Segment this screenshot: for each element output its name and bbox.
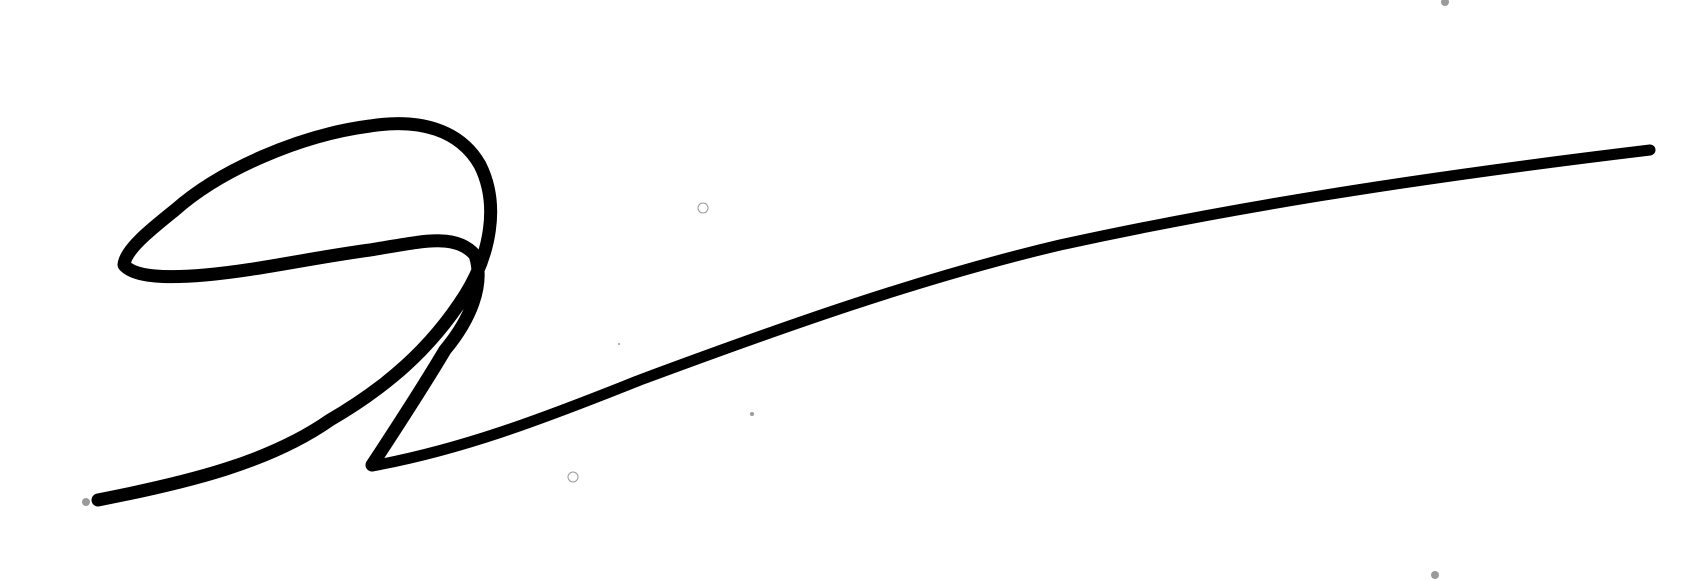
speck-group	[82, 0, 1449, 579]
speck	[567, 471, 579, 483]
speck	[1431, 571, 1439, 579]
speck	[750, 412, 754, 416]
signature-stroke-loop	[91, 117, 498, 507]
speck	[618, 343, 620, 345]
speck	[697, 202, 709, 214]
signature-stroke-tail	[366, 144, 1656, 472]
speck	[82, 498, 90, 506]
speck	[1441, 0, 1449, 6]
